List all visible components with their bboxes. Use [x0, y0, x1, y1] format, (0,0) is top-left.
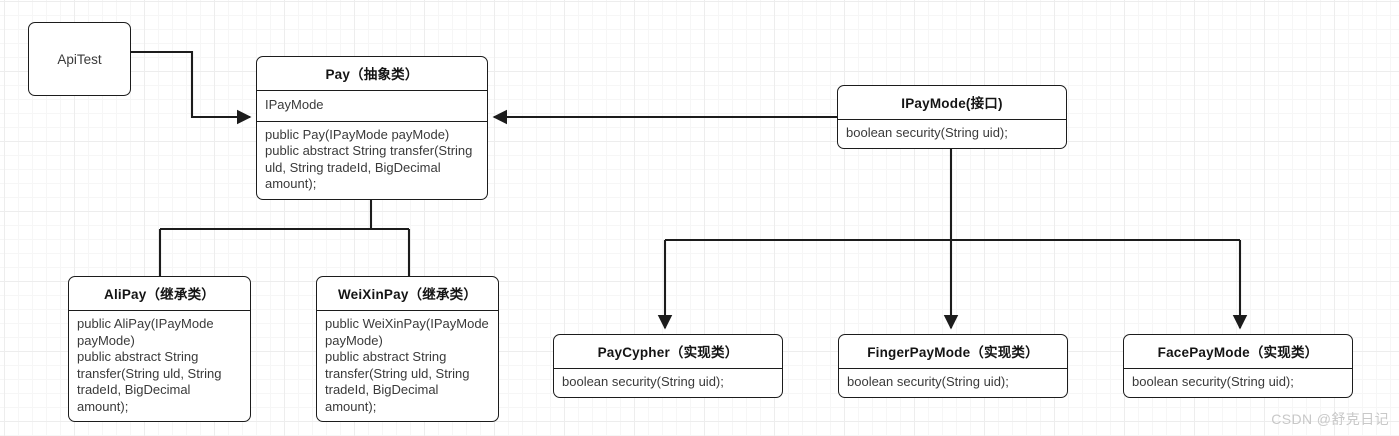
paycypher-divider	[554, 368, 782, 369]
ipaymode-divider	[838, 119, 1066, 120]
alipay-methods: public AliPay(IPayMode payMode) public a…	[77, 316, 222, 414]
class-box-fingerpaymode[interactable]: FingerPayMode（实现类） boolean security(Stri…	[838, 334, 1068, 398]
facepaymode-divider	[1124, 368, 1352, 369]
fingerpaymode-divider	[839, 368, 1067, 369]
facepaymode-methods: boolean security(String uid);	[1132, 374, 1294, 389]
pay-attributes: IPayMode	[265, 97, 324, 112]
class-box-pay[interactable]: Pay（抽象类） IPayMode public Pay(IPayMode pa…	[256, 56, 488, 200]
ipaymode-title: IPayMode(接口)	[901, 96, 1003, 111]
pay-divider-1	[257, 90, 487, 91]
fingerpaymode-title: FingerPayMode（实现类）	[867, 345, 1039, 360]
class-box-alipay[interactable]: AliPay（继承类） public AliPay(IPayMode payMo…	[68, 276, 251, 422]
edge-ipaymode-trunk	[665, 146, 1240, 242]
class-box-ipaymode[interactable]: IPayMode(接口) boolean security(String uid…	[837, 85, 1067, 149]
pay-title: Pay（抽象类）	[325, 67, 419, 82]
class-box-facepaymode[interactable]: FacePayMode（实现类） boolean security(String…	[1123, 334, 1353, 398]
weixinpay-title: WeiXinPay（继承类）	[337, 287, 478, 302]
paycypher-methods: boolean security(String uid);	[562, 374, 724, 389]
facepaymode-title: FacePayMode（实现类）	[1157, 345, 1319, 360]
edge-subclasses-to-pay	[158, 186, 411, 276]
edge-apitest-to-pay	[131, 50, 252, 125]
pay-methods: public Pay(IPayMode payMode) public abst…	[265, 126, 473, 192]
fingerpaymode-methods: boolean security(String uid);	[847, 374, 1009, 389]
ipaymode-methods: boolean security(String uid);	[846, 125, 1008, 140]
apitest-label: ApiTest	[57, 51, 102, 67]
pay-divider-2	[257, 120, 487, 122]
class-box-paycypher[interactable]: PayCypher（实现类） boolean security(String u…	[553, 334, 783, 398]
class-box-apitest[interactable]: ApiTest	[28, 22, 131, 96]
class-box-weixinpay[interactable]: WeiXinPay（继承类） public WeiXinPay(IPayMode…	[316, 276, 499, 422]
weixinpay-divider	[317, 310, 498, 311]
alipay-title: AliPay（继承类）	[104, 287, 215, 302]
watermark: CSDN @舒克日记	[1271, 411, 1389, 427]
weixinpay-methods: public WeiXinPay(IPayMode payMode) publi…	[325, 316, 489, 414]
paycypher-title: PayCypher（实现类）	[597, 345, 739, 360]
alipay-divider	[69, 310, 250, 311]
